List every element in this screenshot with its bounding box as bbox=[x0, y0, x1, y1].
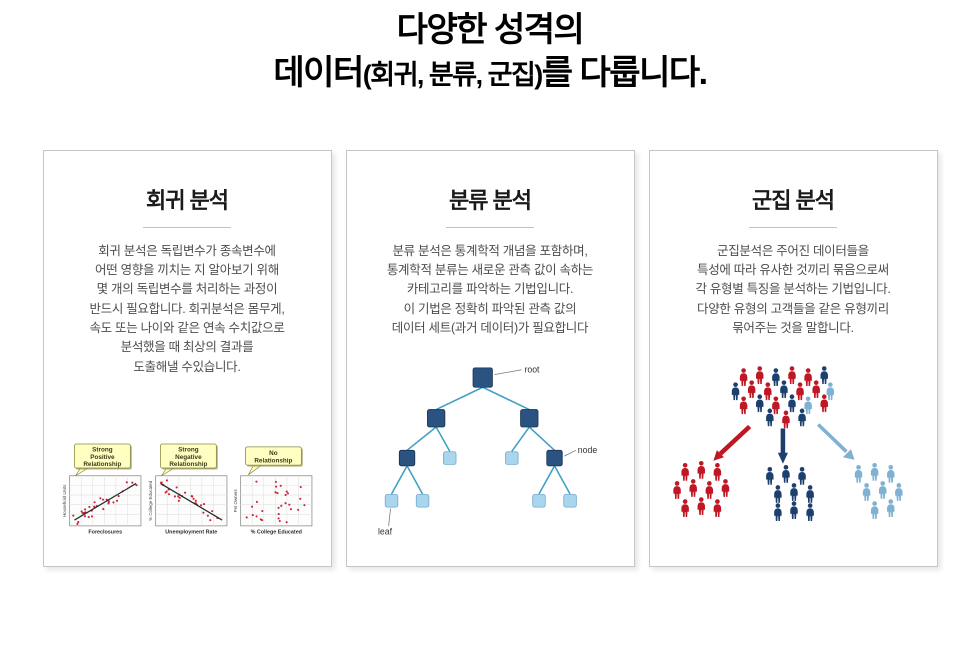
tree-internal-node bbox=[398, 449, 416, 467]
tree-leaf-node bbox=[415, 494, 430, 508]
card-clustering: 군집 분석 군집분석은 주어진 데이터들을 특성에 따라 유사한 것끼리 묶음으… bbox=[648, 149, 938, 567]
tree-internal-node bbox=[520, 409, 539, 428]
clustering-figure bbox=[667, 366, 919, 539]
red-arrow-head bbox=[713, 450, 724, 461]
card-classification: 분류 분석 분류 분석은 통계학적 개념을 포함하며, 통계학적 분류는 새로운… bbox=[345, 149, 635, 567]
y-axis-label: Pet Owners bbox=[233, 489, 238, 513]
page-title-line2: 데이터(회귀, 분류, 군집)를 다룹니다. bbox=[0, 53, 980, 94]
tree-leaf-node bbox=[505, 451, 519, 465]
card-regression-body: 회귀 분석은 독립변수가 종속변수에 어떤 영향을 끼치는 지 알아보기 위해 … bbox=[89, 243, 285, 374]
title-line2-paren: (회귀, 분류, 군집) bbox=[362, 59, 544, 90]
x-axis-label: Unemployment Rate bbox=[165, 530, 217, 536]
blue-arrow-head bbox=[777, 452, 788, 464]
callout-line: No bbox=[270, 450, 279, 457]
tree-leaf-node bbox=[563, 494, 577, 508]
card-classification-body: 분류 분석은 통계학적 개념을 포함하며, 통계학적 분류는 새로운 관측 값이… bbox=[386, 243, 594, 336]
tree-internal-node bbox=[546, 449, 563, 467]
cluster-red-group bbox=[673, 461, 730, 518]
red-arrow bbox=[718, 425, 752, 456]
cards-row: 회귀 분석 회귀 분석은 독립변수가 종속변수에 어떤 영향을 끼치는 지 알아… bbox=[0, 149, 980, 567]
tree-nodes bbox=[384, 367, 577, 508]
scatter-plot-none: No Relationship % College Educated Pet O… bbox=[233, 446, 313, 536]
tree-label-root: root bbox=[524, 365, 540, 375]
tree-leaf-node bbox=[532, 494, 546, 508]
cluster-arrows bbox=[713, 423, 855, 464]
classification-figure: root node leaf bbox=[376, 363, 604, 540]
title-line2-suffix: 를 다룹니다. bbox=[541, 53, 708, 92]
page-title-line1: 다양한 성격의 bbox=[396, 11, 585, 49]
cluster-blue-group bbox=[766, 465, 814, 522]
lightblue-arrow bbox=[816, 423, 848, 454]
callout-line: Relationship bbox=[169, 461, 207, 468]
y-axis-label: % College Educated bbox=[147, 480, 152, 521]
lightblue-arrow-head bbox=[842, 449, 855, 460]
callout-line: Positive bbox=[90, 454, 115, 461]
page-title: 다양한 성격의 데이터(회귀, 분류, 군집)를 다룹니다. bbox=[0, 0, 980, 94]
clustering-diagram bbox=[673, 366, 903, 522]
card-regression-divider bbox=[143, 226, 231, 228]
x-axis-label: Foreclosures bbox=[88, 530, 122, 536]
tree-leaf-node bbox=[443, 451, 457, 465]
callout-line: Strong bbox=[178, 447, 199, 454]
scatter-dots bbox=[246, 480, 306, 524]
tree-label-leaf: leaf bbox=[378, 527, 393, 537]
callout-line: Relationship bbox=[255, 458, 293, 465]
card-clustering-body: 군집분석은 주어진 데이터들을 특성에 따라 유사한 것끼리 묶음으로써 각 유… bbox=[695, 243, 891, 336]
callout-line: Negative bbox=[175, 454, 202, 461]
x-axis-label: % College Educated bbox=[251, 530, 302, 536]
tree-labels: root node leaf bbox=[378, 365, 597, 537]
cluster-lightblue-group bbox=[854, 463, 903, 520]
card-classification-divider bbox=[446, 226, 534, 228]
callout-line: Strong bbox=[92, 447, 113, 454]
tree-internal-node bbox=[427, 409, 446, 428]
card-clustering-divider bbox=[749, 226, 837, 228]
regression-figure: Strong Positive Relationship Foreclosure… bbox=[58, 443, 317, 539]
tree-leaf-node bbox=[384, 494, 399, 508]
scatter-plot-negative: Strong Negative Relationship Unemploymen… bbox=[147, 443, 227, 536]
card-classification-title: 분류 분석 bbox=[448, 187, 532, 213]
card-clustering-title: 군집 분석 bbox=[751, 187, 835, 213]
scatter-plot-positive: Strong Positive Relationship Foreclosure… bbox=[61, 443, 142, 536]
callout-line: Relationship bbox=[83, 461, 121, 468]
card-regression: 회귀 분석 회귀 분석은 독립변수가 종속변수에 어떤 영향을 끼치는 지 알아… bbox=[42, 149, 332, 567]
tree-root-node bbox=[472, 367, 493, 388]
card-regression-title: 회귀 분석 bbox=[145, 187, 229, 213]
tree-label-node: node bbox=[578, 445, 598, 455]
decision-tree-diagram: root node leaf bbox=[378, 365, 597, 537]
crowd-group bbox=[731, 366, 835, 429]
tree-edges bbox=[390, 386, 571, 495]
title-line2-prefix: 데이터 bbox=[273, 53, 364, 92]
y-axis-label: Household Units bbox=[61, 484, 66, 517]
